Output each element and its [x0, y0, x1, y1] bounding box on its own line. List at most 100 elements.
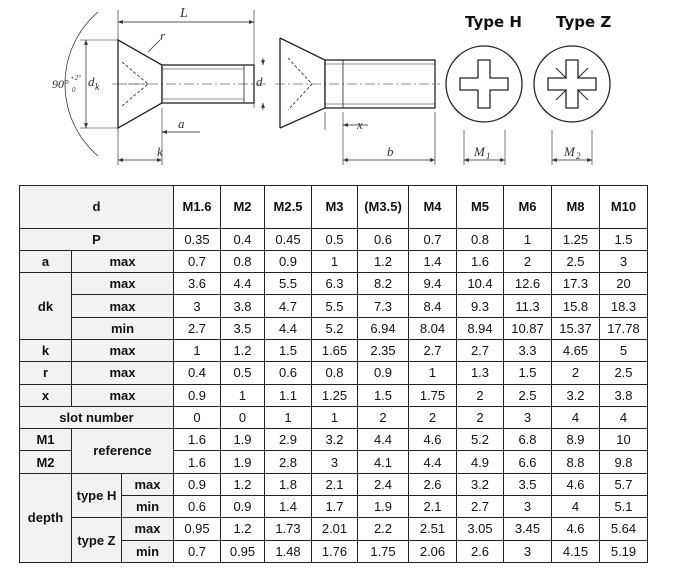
value-cell: 1.5: [503, 361, 552, 385]
value-cell: 2.5: [551, 249, 600, 274]
size-cell: M2: [220, 185, 265, 229]
section-view: [275, 37, 440, 165]
row-dk-2: max 3 3.8 4.7 5.5 7.3 8.4 9.3 11.3 15.8 …: [20, 294, 648, 318]
value-cell: 4.4: [357, 428, 409, 452]
row-a: a max 0.7 0.8 0.9 1 1.2 1.4 1.6 2 2.5 3: [19, 249, 648, 274]
row-subsublabel: max: [121, 517, 174, 541]
row-label: dk: [19, 272, 72, 340]
value-cell: 1.4: [408, 249, 457, 274]
value-cell: 0: [173, 405, 221, 430]
size-cell: M3: [311, 185, 358, 229]
value-cell: 5: [599, 338, 648, 363]
value-cell: 2.06: [408, 539, 457, 563]
row-depth-h-max: depth type H max 0.9 1.2 1.8 2.1 2.4 2.6…: [19, 472, 648, 564]
value-cell: 2.1: [408, 494, 457, 519]
value-cell: 0.5: [311, 227, 358, 251]
row-label: M2: [19, 450, 72, 474]
value-cell: 3.5: [503, 472, 552, 496]
size-cell: M5: [456, 185, 504, 229]
value-cell: 0.7: [173, 249, 221, 274]
value-cell: 1: [173, 338, 221, 363]
value-cell: 0.8: [456, 227, 504, 251]
dim-k: k: [157, 144, 163, 159]
value-cell: 3: [503, 405, 552, 430]
row-x: x max 0.9 1 1.1 1.25 1.5 1.75 2 2.5 3.2 …: [19, 383, 648, 407]
value-cell: 6.8: [503, 428, 552, 452]
value-cell: 2.1: [311, 472, 358, 496]
value-cell: 1.76: [311, 539, 358, 563]
value-cell: 1.5: [599, 227, 648, 251]
size-cell: M10: [599, 185, 648, 229]
value-cell: 6.94: [357, 316, 409, 340]
value-cell: 5.1: [599, 494, 648, 519]
header-row: d M1.6 M2 M2.5 M3 (M3.5) M4 M5 M6 M8 M10: [19, 185, 648, 229]
value-cell: 0.4: [173, 361, 221, 385]
value-cell: 4.15: [551, 539, 600, 563]
value-cell: 1: [311, 249, 358, 274]
value-cell: 17.78: [599, 316, 648, 340]
value-cell: 4: [551, 405, 600, 430]
row-subsublabel: min: [121, 539, 174, 563]
row-k: k max 1 1.2 1.5 1.65 2.35 2.7 2.7 3.3 4.…: [19, 338, 648, 363]
value-cell: 1.75: [357, 539, 409, 563]
value-cell: 0.5: [220, 361, 265, 385]
value-cell: 3.2: [311, 428, 358, 452]
value-cell: 12.6: [503, 272, 552, 296]
row-label: P: [19, 227, 174, 251]
row-dk-3: min 2.7 3.5 4.4 5.2 6.94 8.04 8.94 10.87…: [20, 316, 648, 340]
value-cell: 5.7: [599, 472, 648, 496]
row-sublabel: max: [71, 383, 174, 407]
dim-M2: M: [563, 144, 576, 159]
value-cell: 1.9: [220, 428, 265, 452]
value-cell: 1.4: [264, 494, 312, 519]
value-cell: 5.64: [599, 517, 648, 541]
value-cell: 15.8: [551, 294, 600, 318]
row-label: slot number: [19, 405, 174, 430]
size-cell: M4: [408, 185, 457, 229]
row-depth-z-max: type Z max 0.95 1.2 1.73 2.01 2.2 2.51 3…: [20, 517, 648, 563]
value-cell: 1.75: [408, 383, 457, 407]
dim-M2-sub: 2: [576, 151, 581, 161]
dim-angle-tol2: 0: [72, 86, 76, 94]
value-cell: 3.2: [456, 472, 504, 496]
value-cell: 8.9: [551, 428, 600, 452]
value-cell: 2: [456, 383, 504, 407]
value-cell: 3.2: [551, 383, 600, 407]
value-cell: 5.5: [264, 272, 312, 296]
side-view: [64, 10, 268, 165]
value-cell: 2: [503, 249, 552, 274]
value-cell: 10.87: [503, 316, 552, 340]
value-cell: 3: [503, 494, 552, 519]
row-depth-h-min: min 0.6 0.9 1.4 1.7 1.9 2.1 2.7 3 4 5.1: [20, 494, 648, 519]
value-cell: 8.4: [408, 294, 457, 318]
value-cell: 1: [408, 361, 457, 385]
dimension-table: d M1.6 M2 M2.5 M3 (M3.5) M4 M5 M6 M8 M10…: [19, 185, 648, 564]
dim-dk-sub: k: [95, 82, 100, 93]
value-cell: 1.5: [264, 338, 312, 363]
dim-L: L: [179, 6, 188, 21]
value-cell: 1.1: [264, 383, 312, 407]
value-cell: 2.6: [408, 472, 457, 496]
dim-b: b: [387, 144, 394, 159]
value-cell: 0.95: [220, 539, 265, 563]
value-cell: 1.6: [173, 428, 221, 452]
value-cell: 4.65: [551, 338, 600, 363]
value-cell: 2.8: [264, 450, 312, 474]
value-cell: 4: [599, 405, 648, 430]
value-cell: 2.7: [456, 494, 504, 519]
value-cell: 0.9: [173, 383, 221, 407]
row-label: M1: [19, 428, 72, 452]
value-cell: 1.2: [220, 472, 265, 496]
value-cell: 4.4: [264, 316, 312, 340]
value-cell: 8.8: [551, 450, 600, 474]
value-cell: 1.25: [311, 383, 358, 407]
value-cell: 5.2: [456, 428, 504, 452]
value-cell: 3: [311, 450, 358, 474]
dim-r: r: [160, 28, 166, 43]
size-cell: M8: [551, 185, 600, 229]
value-cell: 9.8: [599, 450, 648, 474]
value-cell: 9.4: [408, 272, 457, 296]
value-cell: 3.3: [503, 338, 552, 363]
value-cell: 1.2: [357, 249, 409, 274]
value-cell: 1.5: [357, 383, 409, 407]
